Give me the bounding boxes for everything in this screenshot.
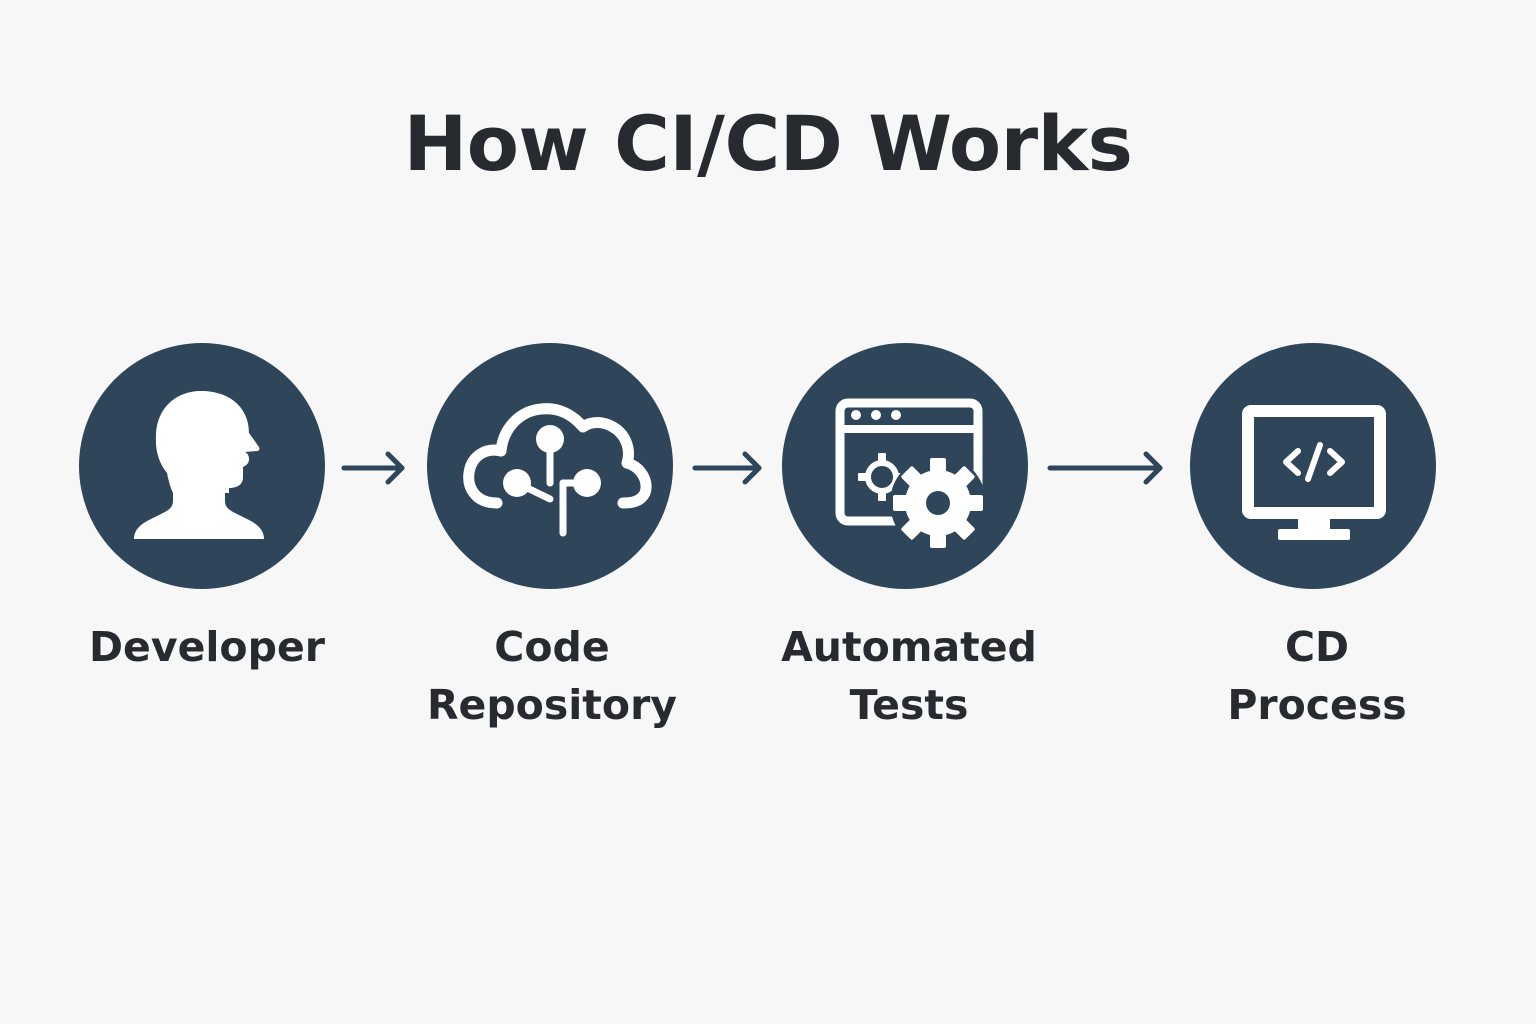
monitor-code-icon [1242, 405, 1386, 540]
label-line: Code [494, 623, 610, 671]
label-line: Tests [849, 681, 969, 729]
label-line: Repository [426, 681, 678, 729]
arrow-tests-to-cd [1047, 451, 1163, 485]
label-line: CD [1284, 623, 1350, 671]
cd-process-node [1190, 343, 1436, 589]
label-line: Process [1227, 681, 1407, 729]
arrow-developer-to-repository [341, 451, 405, 485]
person-icon [134, 391, 264, 539]
label-line: Developer [89, 623, 325, 671]
diagram-title: How CI/CD Works [403, 99, 1133, 188]
code-repository-node [427, 343, 673, 589]
cloud-repository-icon [463, 403, 652, 537]
step-label-code-repository: Code Repository [392, 618, 712, 734]
label-line: Automated [781, 623, 1037, 671]
step-label-cd-process: CD Process [1157, 618, 1477, 734]
arrow-repository-to-tests [692, 451, 762, 485]
developer-node [79, 343, 325, 589]
step-label-automated-tests: Automated Tests [749, 618, 1069, 734]
browser-gear-icon [835, 398, 986, 551]
automated-tests-node [782, 343, 1028, 589]
step-label-developer: Developer [47, 618, 367, 676]
